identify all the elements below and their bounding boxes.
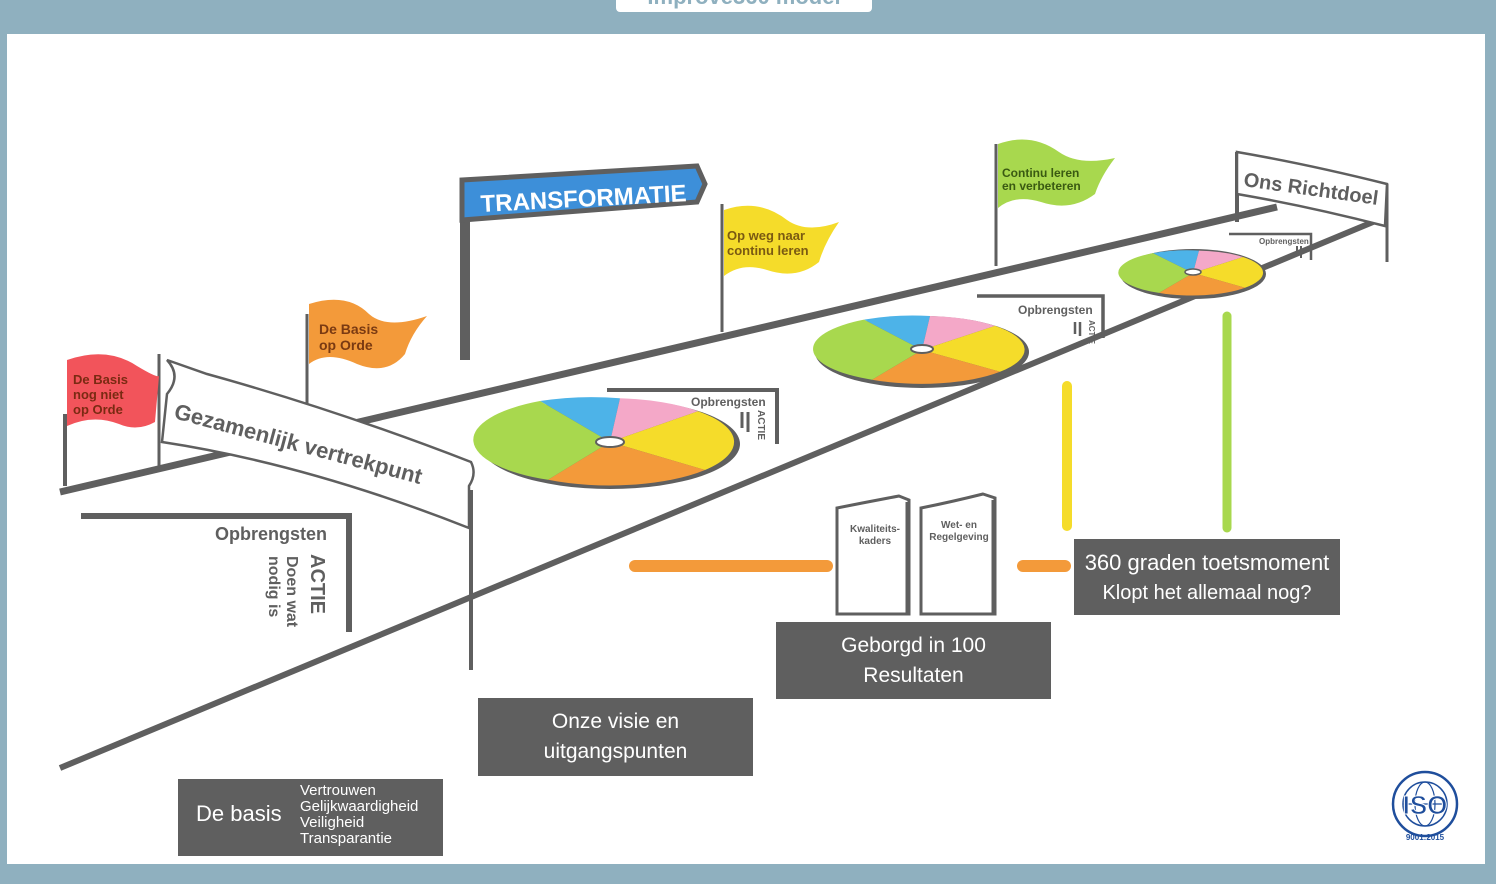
geborgd-box: Geborgd in 100 Resultaten xyxy=(776,622,1051,699)
opbrengsten-sign-1: Opbrengsten ACTIE Doen wat nodig is xyxy=(81,513,352,632)
road-front-edge xyxy=(58,214,1387,771)
flag-red-line-1: De Basis xyxy=(73,372,128,387)
actie-label-3: ACTIE xyxy=(1087,320,1096,345)
actie-label-2: ACTIE xyxy=(755,410,766,440)
iso-logo-sub: 9001:2015 xyxy=(1406,833,1445,842)
basis-title: De basis xyxy=(196,801,282,826)
toetsmoment-line-2: Klopt het allemaal nog? xyxy=(1102,582,1312,604)
vertrekpunt-banner: Gezamenlijk vertrekpunt xyxy=(160,358,475,530)
opbrengsten-sign-3: Opbrengsten ACTIE xyxy=(977,294,1105,345)
visie-line-1: Onze visie en xyxy=(551,710,680,733)
flag-red-line-2: nog niet xyxy=(73,387,124,402)
actie-sub-line-2: nodig is xyxy=(265,556,282,617)
actie-sub-line-1: Doen wat xyxy=(283,556,300,628)
opbrengsten-label-1: Opbrengsten xyxy=(215,524,327,544)
road-diagram: De Basis nog niet op Orde De Basis op Or… xyxy=(58,139,1459,842)
book-right-line-2: Regelgeving xyxy=(929,532,988,543)
actie-label-1: ACTIE xyxy=(306,554,328,614)
cycle-wheel-2 xyxy=(813,315,1029,388)
basis-items: Vertrouwen Gelijkwaardigheid Veiligheid … xyxy=(300,783,418,847)
geborgd-line-1: Geborgd in 100 xyxy=(841,634,986,657)
book-wet-en-regelgeving: Wet- en Regelgeving xyxy=(919,492,997,616)
opbrengsten-sign-2: Opbrengsten ACTIE xyxy=(607,388,779,444)
visie-line-2: uitgangspunten xyxy=(543,740,688,763)
flag-green-line-1: Continu leren xyxy=(1002,166,1079,180)
richtdoel-banner: Ons Richtdoel xyxy=(1235,150,1389,228)
opbrengsten-sign-4: Opbrengsten xyxy=(1229,232,1313,260)
flag-op-weg-naar-continu-leren: Op weg naar continu leren xyxy=(724,205,839,276)
flag-basis-op-orde: De Basis op Orde xyxy=(309,299,427,369)
book-left-line-2: kaders xyxy=(859,536,892,547)
basis-item: Veiligheid xyxy=(300,814,365,831)
cycle-wheel-1 xyxy=(473,397,740,489)
opbrengsten-label-3: Opbrengsten xyxy=(1018,303,1093,317)
book-left-line-1: Kwaliteits- xyxy=(850,524,900,535)
page-title: Improve360 model xyxy=(616,0,872,12)
flag-yellow-line-2: continu leren xyxy=(727,243,809,258)
book-kwaliteitskaders: Kwaliteits- kaders xyxy=(835,494,911,616)
iso-logo-text: ISO xyxy=(1403,790,1448,820)
opbrengsten-label-4: Opbrengsten xyxy=(1259,237,1309,246)
book-right-line-1: Wet- en xyxy=(941,520,977,531)
flag-orange-line-1: De Basis xyxy=(319,321,378,337)
transformatie-sign: TRANSFORMATIE xyxy=(459,163,708,223)
basis-item: Vertrouwen xyxy=(300,782,376,799)
flag-continu-leren: Continu leren en verbeteren xyxy=(998,139,1115,208)
flag-basis-niet-op-orde: De Basis nog niet op Orde xyxy=(67,354,159,428)
basis-box: De basis Vertrouwen Gelijkwaardigheid Ve… xyxy=(178,779,443,856)
opbrengsten-label-2: Opbrengsten xyxy=(691,395,766,409)
cycle-wheel-3 xyxy=(1118,249,1266,299)
diagram-canvas: De Basis nog niet op Orde De Basis op Or… xyxy=(7,34,1485,864)
toetsmoment-line-1: 360 graden toetsmoment xyxy=(1084,550,1330,575)
visie-box: Onze visie en uitgangspunten xyxy=(478,698,753,776)
flag-yellow-line-1: Op weg naar xyxy=(727,228,805,243)
basis-item: Gelijkwaardigheid xyxy=(300,798,419,815)
geborgd-line-2: Resultaten xyxy=(863,664,964,687)
basis-item: Transparantie xyxy=(300,830,392,847)
toetsmoment-box: 360 graden toetsmoment Klopt het allemaa… xyxy=(1074,539,1340,615)
flag-red-line-3: op Orde xyxy=(73,402,123,417)
flag-green-line-2: en verbeteren xyxy=(1002,179,1081,193)
flag-orange-line-2: op Orde xyxy=(319,337,373,353)
iso-logo: ISO 9001:2015 xyxy=(1391,770,1459,842)
